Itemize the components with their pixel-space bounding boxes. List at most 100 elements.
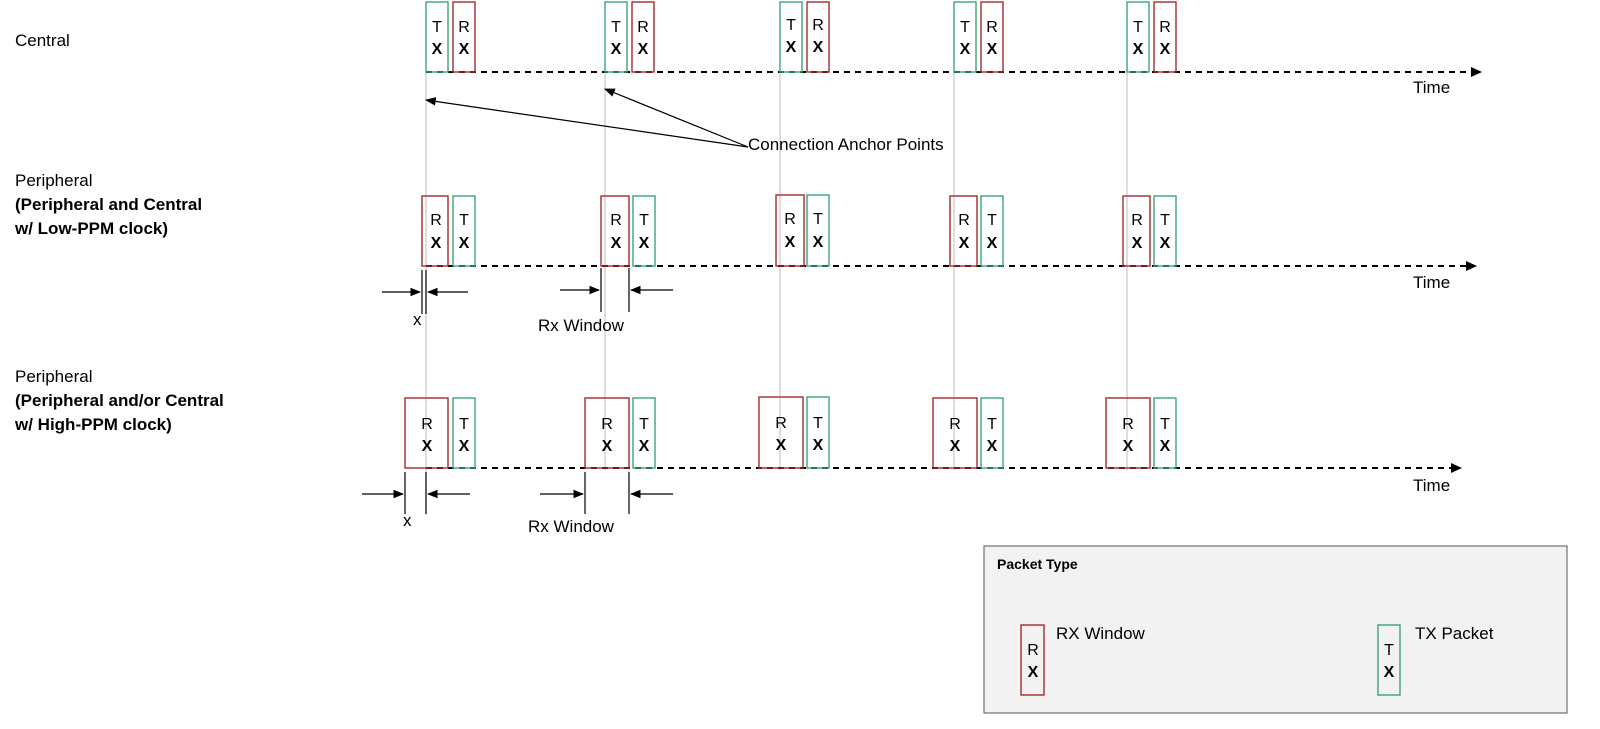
time-axes [426,71,1475,469]
central-tx-packet-5 [1126,1,1150,73]
time-axis-peripheral-high-arrowhead [1451,463,1462,473]
peripheral-high-dimension-markers [362,472,673,514]
peripheral-low-tx-4-letter-1: T [987,212,997,229]
row-label-peripheral-high-ppm: Peripheral (Peripheral and/or Central w/… [14,367,224,434]
central-tx-3-letter-2: X [786,39,797,56]
peripheral-low-packets [421,194,1177,267]
legend-rx-letter-1: R [1027,642,1039,659]
peripheral-high-tx-4-letter-2: X [987,438,998,455]
central-rx-5-letter-1: R [1159,19,1171,36]
central-rx-3-letter-2: X [813,39,824,56]
peripheral-low-rx-window-3 [775,194,805,267]
peripheral-low-tx-packet-1 [452,195,476,267]
central-tx-1-letter-1: T [432,19,442,36]
peripheral-high-rx-1-letter-1: R [421,416,433,433]
legend-rx-swatch [1020,624,1045,696]
row-label-peripheral-high-line3: w/ High-PPM clock) [14,415,172,434]
legend-rx-letter-2: X [1028,664,1039,681]
central-tx-4-letter-1: T [960,19,970,36]
peripheral-high-rx-window-2 [584,397,630,469]
peripheral-high-rx-window-4 [932,397,978,469]
peripheral-high-tx-3-letter-1: T [813,415,823,432]
low-rx-window-label: Rx Window [538,316,625,335]
time-label-central: Time [1413,78,1450,97]
peripheral-low-rx-window-1 [421,195,449,267]
peripheral-low-tx-3-letter-1: T [813,211,823,228]
row-label-peripheral-high-line2: (Peripheral and/or Central [15,391,224,410]
central-rx-1-letter-2: X [459,41,470,58]
row-label-peripheral-low-line1: Peripheral [15,171,93,190]
peripheral-high-tx-packet-2 [632,397,656,469]
central-tx-4-letter-2: X [960,41,971,58]
peripheral-high-rx-3-letter-2: X [776,437,787,454]
peripheral-low-tx-5-letter-1: T [1160,212,1170,229]
central-rx-window-5 [1153,1,1177,73]
central-rx-1-letter-1: R [458,19,470,36]
time-label-peripheral-high: Time [1413,476,1450,495]
legend-tx-label: TX Packet [1415,624,1494,643]
central-rx-4-letter-2: X [987,41,998,58]
peripheral-low-rx-5-letter-2: X [1132,235,1143,252]
peripheral-high-rx-4-letter-2: X [950,438,961,455]
peripheral-low-rx-1-letter-1: R [430,212,442,229]
peripheral-high-rx-3-letter-1: R [775,415,787,432]
peripheral-high-tx-packet-3 [806,396,830,469]
central-tx-1-letter-2: X [432,41,443,58]
central-rx-2-letter-1: R [637,19,649,36]
peripheral-low-tx-3-letter-2: X [813,234,824,251]
central-rx-window-1 [452,1,476,73]
central-rx-window-3 [806,1,830,73]
high-offset-label: x [403,511,412,530]
peripheral-high-rx-window-5 [1105,397,1151,469]
peripheral-low-tx-packet-3 [806,194,830,267]
peripheral-low-packet-letters: R X T X R X T X R X T X R X T X R X T X [430,211,1170,252]
peripheral-high-rx-4-letter-1: R [949,416,961,433]
central-rx-2-letter-2: X [638,41,649,58]
peripheral-low-tx-5-letter-2: X [1160,235,1171,252]
peripheral-low-rx-2-letter-1: R [610,212,622,229]
central-rx-5-letter-2: X [1160,41,1171,58]
peripheral-low-tx-1-letter-1: T [459,212,469,229]
peripheral-low-rx-window-4 [949,195,978,267]
central-tx-5-letter-1: T [1133,19,1143,36]
peripheral-low-rx-3-letter-2: X [785,234,796,251]
peripheral-low-rx-3-letter-1: R [784,211,796,228]
peripheral-high-tx-5-letter-1: T [1160,416,1170,433]
peripheral-low-tx-1-letter-2: X [459,235,470,252]
central-rx-window-2 [631,1,655,73]
peripheral-high-rx-2-letter-2: X [602,438,613,455]
legend-title: Packet Type [997,556,1078,572]
peripheral-high-tx-2-letter-1: T [639,416,649,433]
legend-tx-swatch [1377,624,1401,696]
peripheral-low-tx-packet-4 [980,195,1004,267]
peripheral-high-rx-window-3 [758,396,804,469]
low-offset-label: x [413,310,422,329]
peripheral-low-rx-5-letter-1: R [1131,212,1143,229]
peripheral-low-rx-2-letter-2: X [611,235,622,252]
peripheral-high-tx-1-letter-1: T [459,416,469,433]
peripheral-high-rx-1-letter-2: X [422,438,433,455]
peripheral-high-rx-5-letter-1: R [1122,416,1134,433]
row-label-central-line1: Central [15,31,70,50]
central-tx-2-letter-1: T [611,19,621,36]
legend-tx-letter-2: X [1384,664,1395,681]
peripheral-low-tx-2-letter-2: X [639,235,650,252]
central-tx-packet-3 [779,1,803,73]
legend-tx-letter-1: T [1384,642,1394,659]
anchor-pointer-arrow-1 [424,97,749,148]
packet-type-legend: Packet Type R X RX Window T X TX Packet [983,545,1568,714]
peripheral-high-tx-5-letter-2: X [1160,438,1171,455]
time-axis-central-arrowhead [1471,67,1482,77]
central-packets [425,1,1177,73]
central-rx-window-4 [980,1,1004,73]
peripheral-low-rx-window-5 [1122,195,1151,267]
peripheral-high-packets [404,396,1177,469]
peripheral-high-packet-letters: R X T X R X T X R X T X R X T X R X T X [421,415,1170,455]
peripheral-high-tx-2-letter-2: X [639,438,650,455]
central-tx-2-letter-2: X [611,41,622,58]
peripheral-low-rx-window-2 [600,195,630,267]
peripheral-high-tx-1-letter-2: X [459,438,470,455]
peripheral-high-tx-packet-4 [980,397,1004,469]
legend-box [983,545,1568,714]
legend-rx-label: RX Window [1056,624,1146,643]
